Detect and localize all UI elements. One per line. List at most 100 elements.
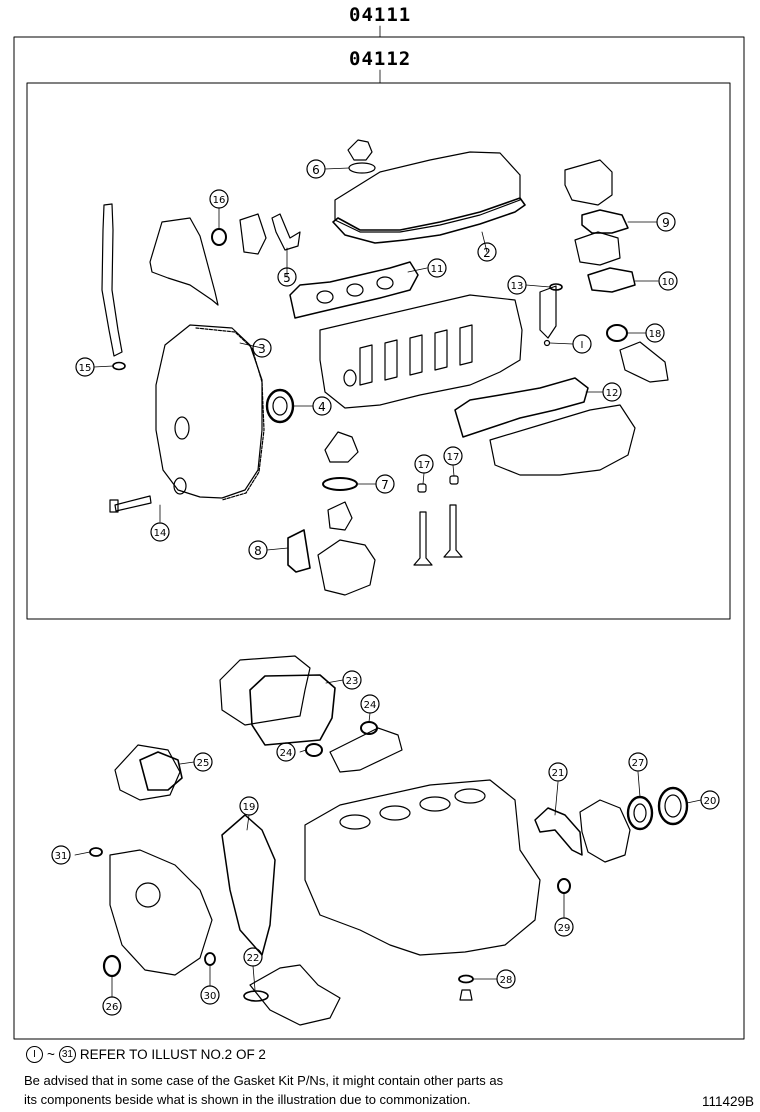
oil-cooler-gasket-23 [249,674,336,746]
callout-3: 3 [252,338,272,358]
water-pump [317,539,376,596]
callout-12: 12 [602,382,622,402]
water-pump-gasket-25 [139,751,183,791]
valve-cover-gasket [332,197,526,244]
oil-filler-cap-gasket [348,162,376,174]
svg-text:11: 11 [431,264,444,275]
callout-30: 30 [200,985,220,1005]
pump-gasket-8 [287,529,311,573]
svg-text:3: 3 [258,342,266,356]
seal-30 [204,952,216,966]
ref-start-circle: I [26,1046,43,1063]
advisory-line-1: Be advised that in some case of the Gask… [24,1073,504,1088]
camshaft-oil-seal [265,388,295,424]
svg-text:24: 24 [280,748,293,759]
valve-left [413,511,433,566]
water-outlet-gasket-9 [581,209,629,234]
camshaft-oil-seal-inner [272,396,288,416]
reference-note: I ~ 31 REFER TO ILLUST NO.2 OF 2 [26,1046,266,1063]
svg-text:4: 4 [318,400,326,414]
oil-pump-body [109,849,213,976]
timing-chain-cover-gasket-19 [221,814,276,956]
callout-8: 8 [248,540,268,560]
oil-cooler-cover [219,655,311,726]
svg-text:15: 15 [79,363,92,374]
cylinder-head [319,294,523,409]
svg-text:16: 16 [213,195,226,206]
svg-text:27: 27 [632,758,645,769]
seal-20-inner [664,794,682,818]
manifold-port-1 [316,290,334,304]
svg-text:22: 22 [247,953,260,964]
callout-31: 31 [51,845,71,865]
callout-17a: 17 [414,454,434,474]
svg-text:6: 6 [312,163,320,177]
svg-text:20: 20 [704,796,717,807]
callout-17b: 17 [443,446,463,466]
cylinder-head-ports [359,324,473,386]
svg-text:8: 8 [254,544,262,558]
svg-text:25: 25 [197,758,210,769]
oil-pump-hole [135,882,161,908]
inner-part-code: 04112 [349,48,412,70]
callout-28: 28 [496,969,516,989]
thermostat-housing [574,231,621,266]
water-outlet [564,159,613,206]
callout-10: 10 [658,271,678,291]
rear-seal-retainer-gasket-21 [534,807,583,856]
svg-text:31: 31 [55,851,68,862]
injector-washer [543,339,551,347]
exhaust-manifold-gasket [454,377,589,438]
rear-oil-seal-27-inner [633,803,647,823]
callout-24a: 24 [360,694,380,714]
svg-text:29: 29 [558,923,571,934]
svg-text:21: 21 [552,768,565,779]
svg-text:13: 13 [511,281,524,292]
water-outlet-gasket-10 [587,267,636,293]
callout-13: 13 [507,275,527,295]
svg-text:19: 19 [243,802,256,813]
gasket-28 [458,974,474,984]
manifold-port-2 [346,283,364,297]
callout-23: 23 [342,670,362,690]
leader-lines [74,167,702,998]
valve-right [443,504,463,558]
callout-9: 9 [656,212,676,232]
svg-text:17: 17 [418,460,431,471]
bore-4 [454,788,486,804]
rear-oil-seal-27 [626,795,654,831]
callout-20: 20 [700,790,720,810]
o-ring-15 [112,361,126,371]
timing-belt-cover-rear [149,217,219,306]
seal-29 [557,878,571,894]
callout-I: I [572,334,592,354]
water-inlet-gasket-7 [322,477,358,491]
cylinder-block [304,779,541,956]
callout-29: 29 [554,917,574,937]
svg-text:30: 30 [204,991,217,1002]
svg-text:24: 24 [364,700,377,711]
callout-14: 14 [150,522,170,542]
svg-text:9: 9 [662,216,670,230]
svg-text:2: 2 [483,246,491,260]
callout-27: 27 [628,752,648,772]
svg-text:23: 23 [346,676,359,687]
bolt [114,495,152,512]
callout-25: 25 [193,752,213,772]
oil-filler-cap [347,139,373,161]
cylinder-head-hole [343,369,357,387]
callout-15: 15 [75,357,95,377]
svg-text:7: 7 [381,478,389,492]
oil-seal-16 [211,228,227,246]
callout-21: 21 [548,762,568,782]
inner-frame-04112 [26,82,731,620]
outer-part-code: 04111 [349,4,412,26]
valve-stem-seal-2 [449,475,459,485]
callout-22: 22 [243,947,263,967]
hose-fitting [619,341,669,383]
oil-level-gauge-guide [101,203,123,357]
callout-2: 2 [477,242,497,262]
svg-text:14: 14 [154,528,167,539]
callout-19: 19 [239,796,259,816]
